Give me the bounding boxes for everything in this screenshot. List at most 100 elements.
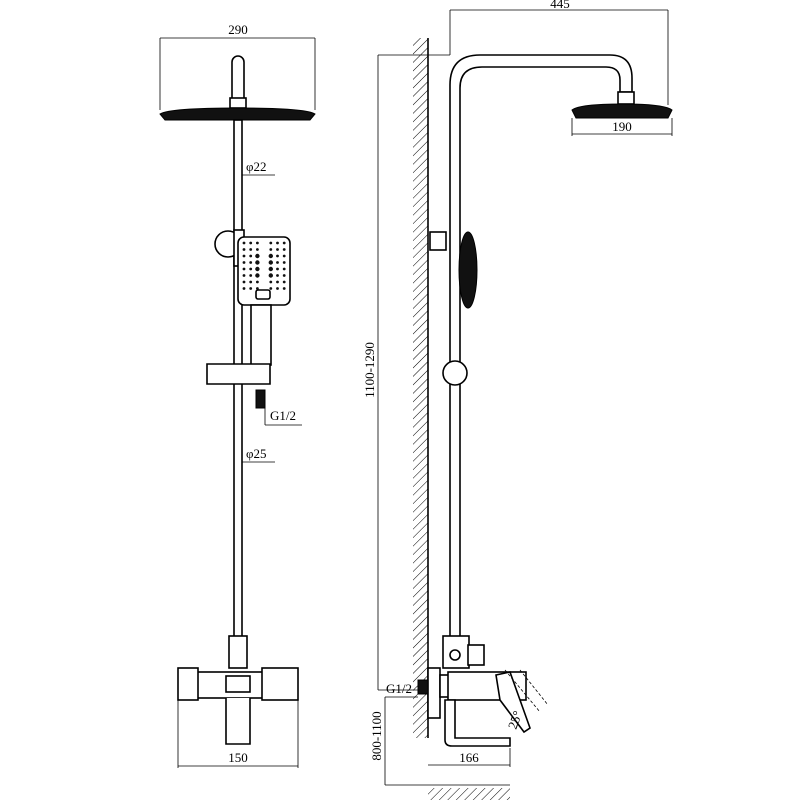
nozzle-dot — [269, 280, 273, 284]
diverter-knob — [449, 649, 461, 661]
floor-hatching — [428, 788, 510, 800]
nozzle-dot — [242, 287, 246, 290]
upper-pipe-diameter-label: φ22 — [246, 159, 267, 174]
hand-shower-side — [458, 231, 478, 309]
inlet-connector — [417, 679, 429, 695]
nozzle-dot — [282, 274, 286, 277]
nozzle-dot — [242, 261, 246, 264]
nozzle-dot — [276, 254, 279, 258]
nozzle-dot — [282, 287, 286, 290]
spout-reach-label: 166 — [459, 750, 479, 765]
nozzle-dot — [255, 253, 260, 259]
dimension-mixer-width: 150 — [177, 700, 299, 768]
nozzle-dot — [276, 248, 279, 251]
nozzle-dot — [249, 287, 253, 290]
dimension-mount-height: 800-1100 — [369, 697, 510, 786]
nozzle-dot — [255, 260, 260, 265]
nozzle-dot — [282, 267, 286, 271]
nozzle-dot — [242, 241, 246, 245]
head-width-label: 290 — [228, 22, 248, 37]
rain-shower-head-side — [571, 103, 673, 119]
side-view: 445 190 1100-1290 25° G1/2 166 800-1100 — [362, 0, 673, 800]
bath-spout-side — [444, 699, 511, 747]
dimension-upper-pipe: φ22 — [242, 159, 275, 176]
nozzle-dot — [268, 260, 273, 265]
wall-plate — [427, 667, 441, 719]
dimension-head-width: 290 — [159, 22, 316, 110]
mixer-end-right — [261, 667, 299, 701]
nozzle-dot — [256, 248, 259, 251]
lower-pipe-diameter-label: φ25 — [246, 446, 267, 461]
nozzle-dot — [255, 273, 260, 278]
mount-height-label: 800-1100 — [369, 711, 384, 760]
hose-thread-label: G1/2 — [270, 408, 296, 423]
dimension-spout-reach: 166 — [428, 748, 511, 767]
nozzle-dot — [249, 241, 253, 245]
arm-reach-label: 445 — [550, 0, 570, 11]
slide-bar-bracket — [206, 363, 271, 385]
inlet-thread-label: G1/2 — [386, 681, 412, 696]
lever-angle-label: 25° — [505, 709, 525, 731]
wall-hatching — [413, 38, 428, 738]
nozzle-dot — [276, 261, 279, 264]
handshower-bracket — [429, 231, 447, 251]
hand-shower-handle — [250, 304, 272, 366]
nozzle-dot — [282, 241, 286, 245]
nozzle-dot — [242, 254, 246, 258]
nozzle-dot — [249, 261, 253, 264]
nozzle-dot — [269, 248, 273, 251]
dimension-lower-pipe: φ25 — [242, 446, 275, 463]
head-connector — [617, 91, 635, 105]
nozzle-dot — [282, 261, 286, 264]
slide-knob — [442, 360, 468, 386]
nozzle-dot — [256, 280, 259, 284]
spray-mode-button — [255, 289, 271, 300]
dimension-inlet-thread: G1/2 — [385, 681, 418, 698]
nozzle-dot — [255, 266, 260, 272]
dimension-head-diameter: 190 — [571, 118, 673, 136]
nozzle-dot — [268, 253, 273, 259]
nozzle-dot — [256, 241, 259, 245]
nozzle-dot — [276, 241, 279, 245]
height-range-label: 1100-1290 — [362, 342, 377, 398]
nozzle-dot — [276, 287, 279, 290]
nozzle-dot — [249, 280, 253, 284]
hose-connector — [255, 389, 266, 409]
overhead-arm — [449, 54, 633, 641]
front-view: 290 φ22 G1/2 φ25 150 — [159, 22, 316, 768]
nozzle-dot — [276, 267, 279, 271]
nozzle-dot — [269, 287, 273, 290]
lever-swing-arc — [504, 669, 549, 713]
nozzle-dot — [242, 267, 246, 271]
nozzle-dot — [276, 274, 279, 277]
nozzle-dot — [249, 254, 253, 258]
spray-nozzles — [242, 241, 286, 300]
nozzle-dot — [249, 274, 253, 277]
rain-shower-head — [159, 107, 316, 121]
nozzle-dot — [282, 248, 286, 251]
nozzle-dot — [242, 248, 246, 251]
mixer-lever-side — [495, 671, 531, 734]
dimension-hose-thread: G1/2 — [264, 408, 302, 426]
nozzle-dot — [242, 274, 246, 277]
nozzle-dot — [249, 248, 253, 251]
shower-arm — [231, 55, 245, 101]
nozzle-dot — [249, 267, 253, 271]
mixer-end-left — [177, 667, 199, 701]
head-diameter-label: 190 — [612, 119, 632, 134]
nozzle-dot — [269, 241, 273, 245]
nozzle-dot — [276, 280, 279, 284]
head-connector — [229, 97, 247, 109]
mixer-width-label: 150 — [228, 750, 248, 765]
dimension-height-range: 1100-1290 — [362, 54, 450, 691]
nozzle-dot — [242, 280, 246, 284]
dimension-arm-reach: 445 — [449, 0, 669, 105]
bath-spout — [225, 698, 251, 745]
nozzle-dot — [268, 266, 273, 272]
nozzle-dot — [282, 280, 286, 284]
nozzle-dot — [268, 273, 273, 278]
diverter-valve — [228, 635, 248, 669]
mixer-lever — [225, 675, 251, 693]
